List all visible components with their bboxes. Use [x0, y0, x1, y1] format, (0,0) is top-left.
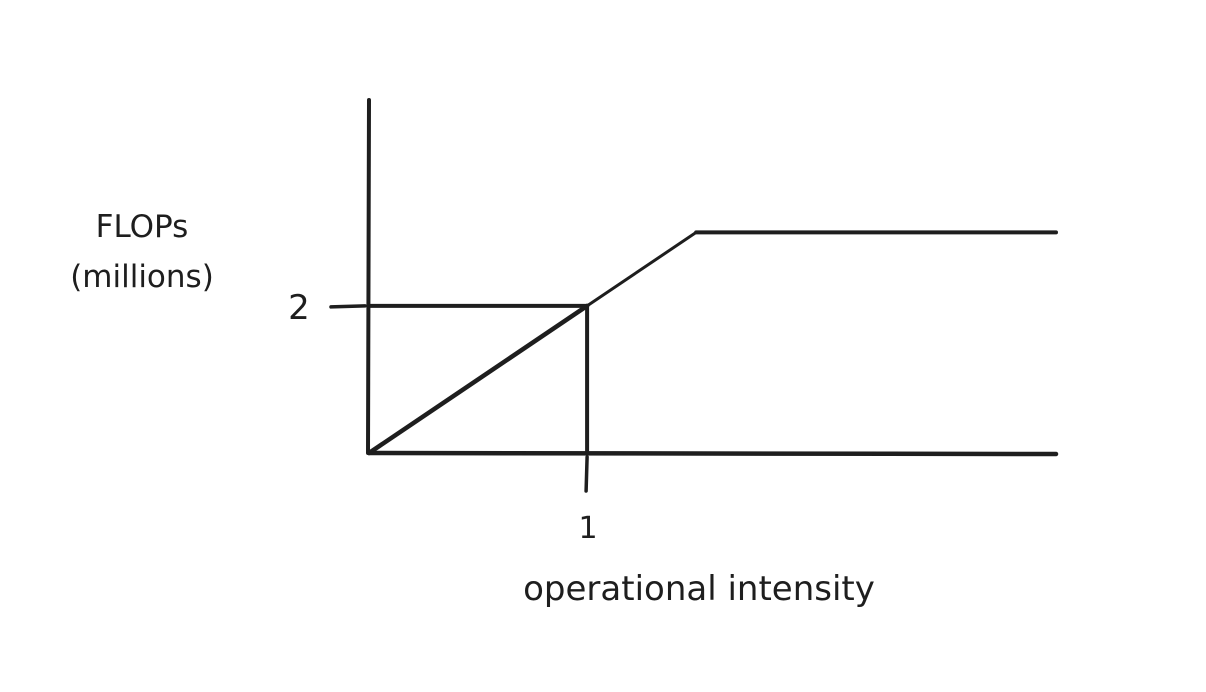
y-axis-label-line-1: FLOPs	[96, 209, 189, 245]
y-tick-mark-1	[329, 304, 367, 309]
chart-marks	[366, 230, 1058, 456]
x-axis-label: operational intensity	[523, 569, 875, 609]
roofline-segment-1-2	[585, 230, 698, 308]
axes	[366, 98, 1059, 457]
x-tick-label-1: 1	[579, 511, 598, 546]
roofline-segment-1-1	[366, 303, 590, 456]
y-tick-label-1: 2	[288, 288, 310, 328]
y-axis-label-line-2: (millions)	[70, 259, 214, 295]
y-axis-line	[366, 98, 371, 455]
x-tick-mark-1	[584, 455, 589, 493]
axis-ticks: 12	[288, 288, 597, 546]
x-axis-line	[366, 450, 1059, 457]
